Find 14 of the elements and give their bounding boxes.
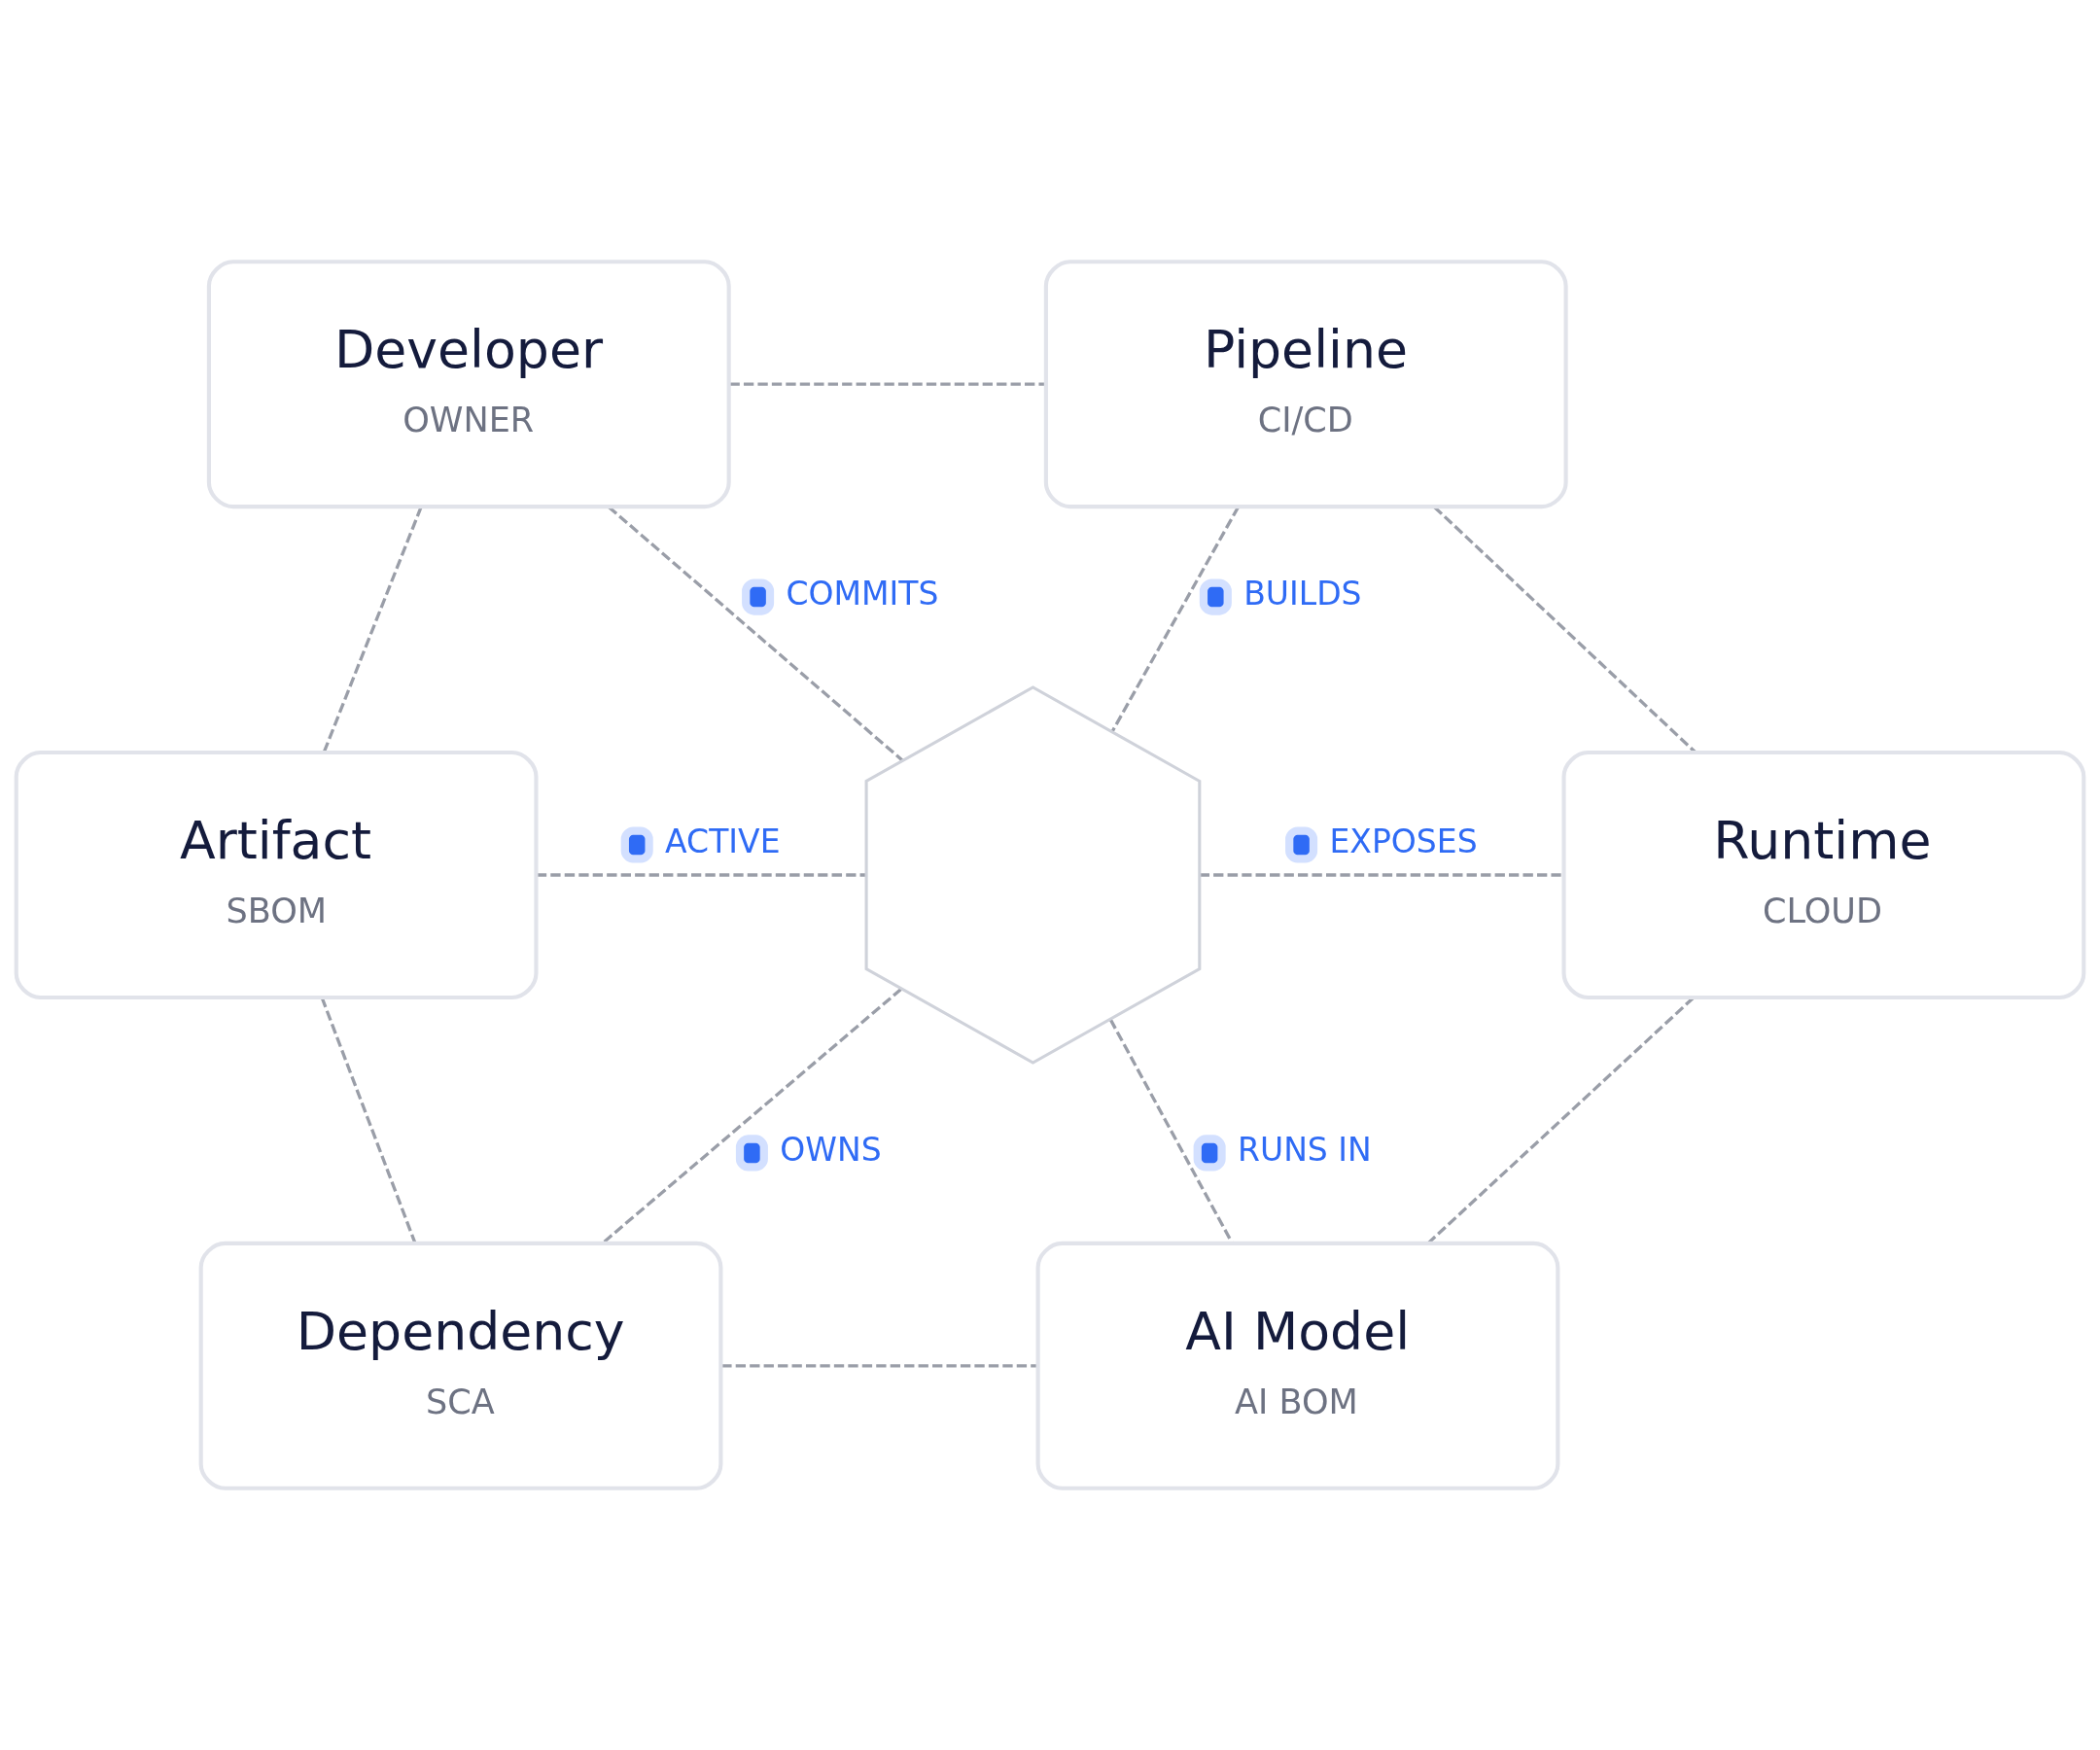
node-box: Pipeline CI/CD [1043, 260, 1568, 509]
connector [1200, 873, 1563, 877]
node-box: Runtime CLOUD [1561, 751, 2086, 999]
node-box: Developer OWNER [206, 260, 731, 509]
edge-label: EXPOSES [1329, 822, 1478, 860]
node-box: Dependency SCA [198, 1241, 723, 1490]
edge-label: ACTIVE [665, 822, 781, 860]
node-hexagon [864, 685, 1202, 1065]
node-box: AI Model AI BOM [1035, 1241, 1560, 1490]
edge-label: COMMITS [786, 574, 939, 612]
edge-label: RUNS IN [1238, 1130, 1372, 1169]
edge-label: OWNS [780, 1130, 882, 1169]
node-box: Artifact SBOM [14, 751, 539, 999]
edge-label: BUILDS [1243, 574, 1362, 612]
